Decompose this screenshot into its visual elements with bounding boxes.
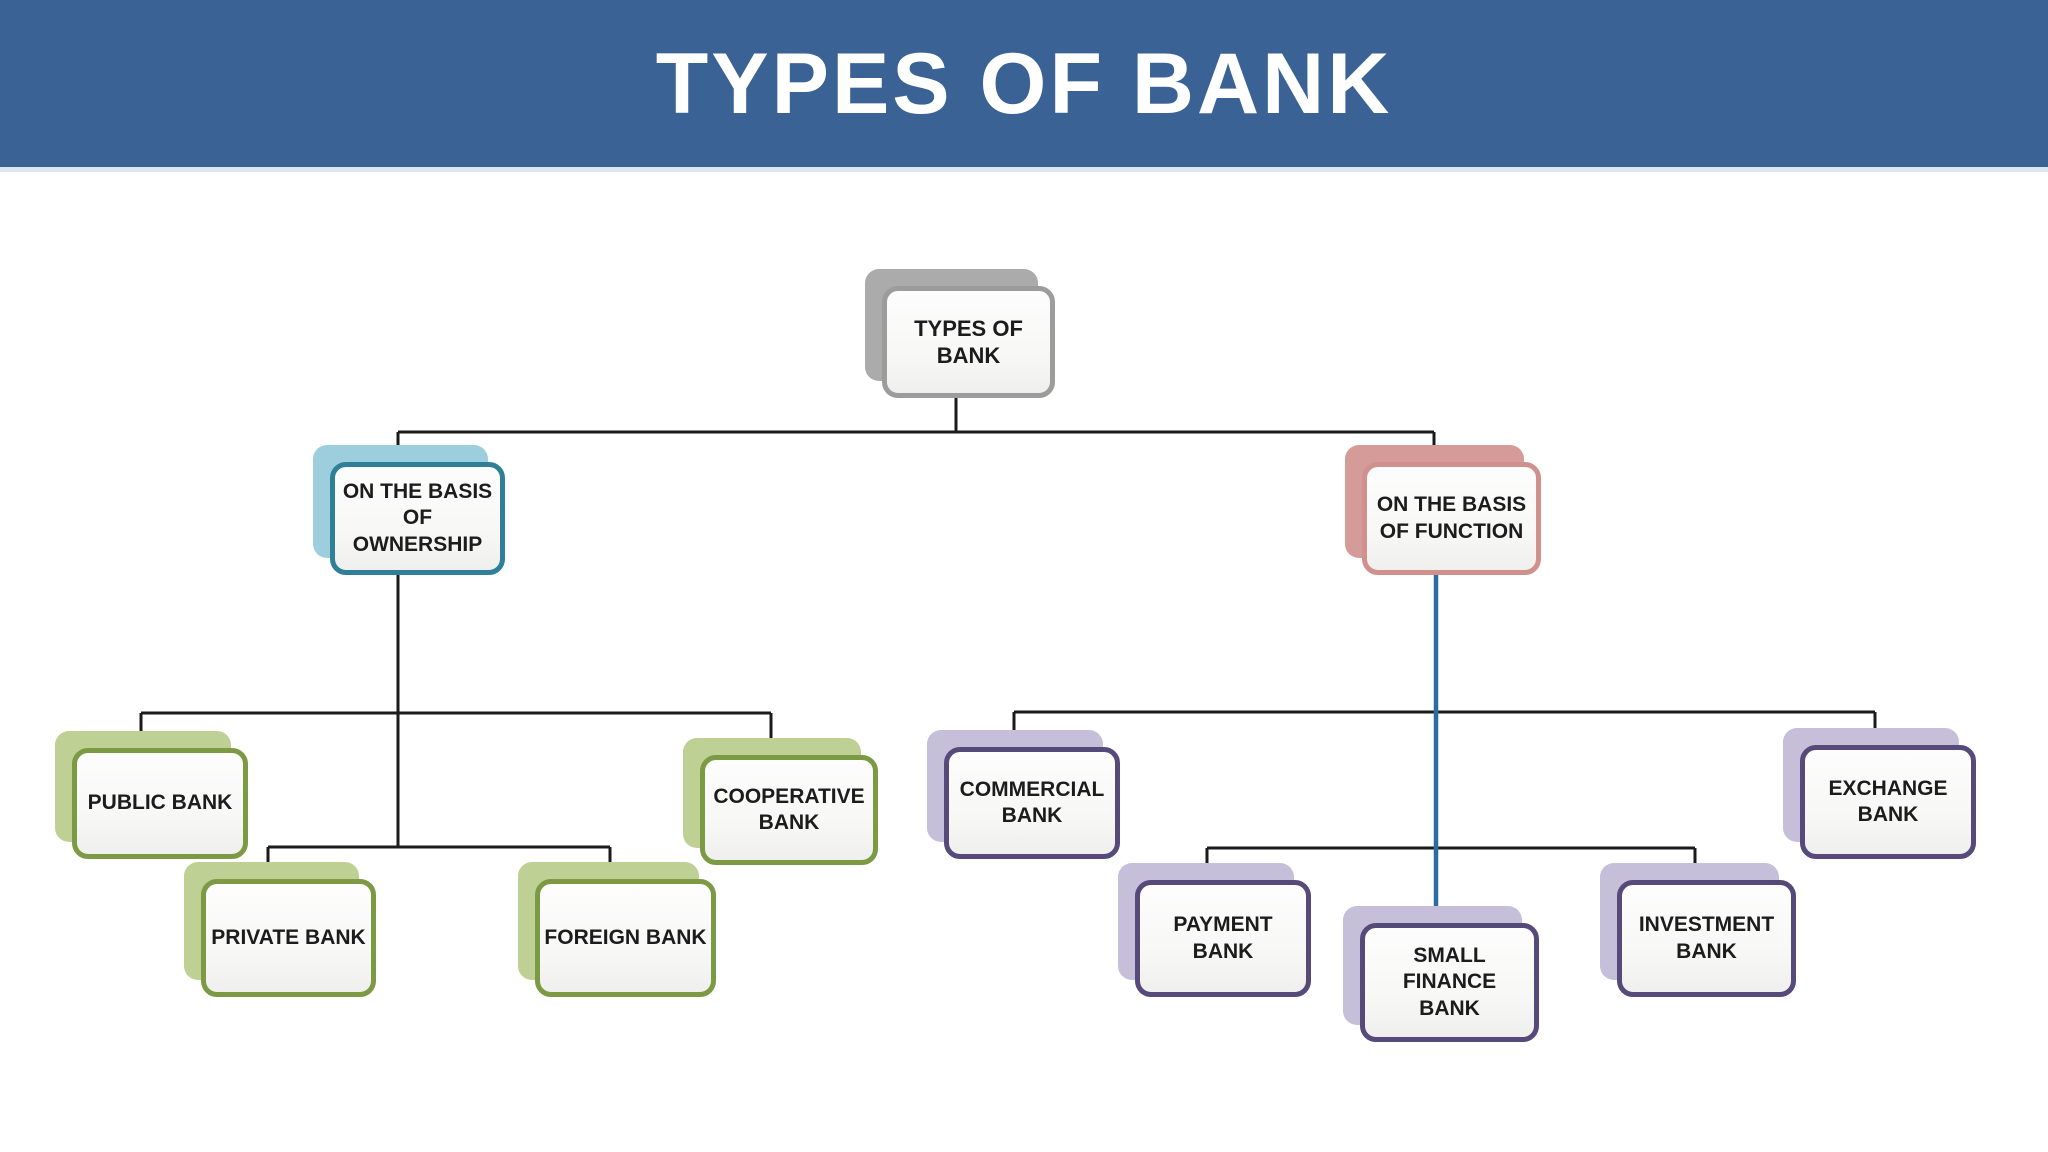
public-bank-label: PUBLIC BANK	[87, 791, 233, 815]
page-title: TYPES OF BANK	[655, 35, 1393, 132]
payment-bank-label: PAYMENT BANK	[1173, 913, 1273, 963]
cooperative-bank-label: COOPERATIVE BANK	[713, 784, 865, 834]
node-cooperative-bank: COOPERATIVE BANK	[683, 738, 878, 865]
connectors-ownership-branch	[139, 575, 773, 868]
types-of-bank-root-label: TYPES OF BANK	[914, 315, 1023, 369]
node-private-bank: PRIVATE BANK	[184, 862, 376, 997]
node-payment-bank: PAYMENT BANK	[1118, 863, 1311, 997]
node-investment-bank: INVESTMENT BANK	[1600, 863, 1796, 997]
basis-of-ownership-label: ON THE BASIS OF OWNERSHIP	[342, 480, 493, 556]
connectors-function-branch	[1012, 710, 1877, 868]
basis-of-function-label: ON THE BASIS OF FUNCTION	[1376, 493, 1527, 543]
title-banner: TYPES OF BANK	[0, 0, 2048, 172]
node-foreign-bank: FOREIGN BANK	[518, 862, 716, 997]
node-basis-of-function: ON THE BASIS OF FUNCTION	[1345, 445, 1541, 575]
node-exchange-bank: EXCHANGE BANK	[1783, 728, 1976, 859]
private-bank-label: PRIVATE BANK	[211, 925, 366, 949]
node-public-bank: PUBLIC BANK	[55, 731, 248, 859]
small-finance-bank-label: SMALL FINANCE BANK	[1402, 944, 1497, 1020]
node-basis-of-ownership: ON THE BASIS OF OWNERSHIP	[313, 445, 505, 575]
node-types-of-bank-root: TYPES OF BANK	[865, 269, 1055, 398]
foreign-bank-label: FOREIGN BANK	[544, 925, 707, 949]
node-small-finance-bank: SMALL FINANCE BANK	[1343, 906, 1539, 1042]
exchange-bank-label: EXCHANGE BANK	[1828, 776, 1948, 826]
node-commercial-bank: COMMERCIAL BANK	[927, 730, 1120, 859]
commercial-bank-label: COMMERCIAL BANK	[959, 777, 1105, 827]
connectors-root	[396, 398, 1436, 452]
investment-bank-label: INVESTMENT BANK	[1638, 913, 1775, 963]
